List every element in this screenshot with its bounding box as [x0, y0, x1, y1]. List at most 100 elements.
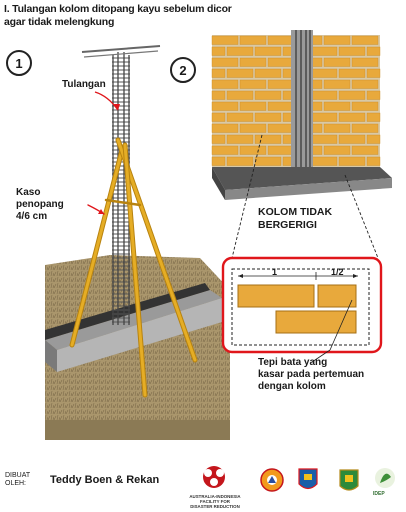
- brick: [226, 112, 254, 122]
- step-2-marker: 2: [170, 57, 196, 83]
- footer-dibuat-line-1: DIBUAT: [5, 472, 31, 479]
- brick: [226, 90, 254, 100]
- brick: [239, 79, 267, 89]
- brick: [338, 46, 366, 56]
- brick: [211, 145, 239, 155]
- brick: [239, 35, 267, 45]
- brick: [323, 57, 351, 67]
- brick: [211, 112, 226, 122]
- brick: [310, 156, 338, 166]
- brick: [323, 35, 351, 45]
- detail-callout: [221, 256, 383, 363]
- label-tepi-line-2: kasar pada pertemuan: [258, 369, 365, 380]
- logo-caption-line-1: AUSTRALIA-INDONESIA: [189, 494, 241, 499]
- step-1-marker: 1: [6, 50, 32, 76]
- brick: [254, 112, 282, 122]
- label-tepi-line-3: dengan kolom: [258, 381, 326, 392]
- brick: [323, 101, 351, 111]
- footer-dibuat-line-2: OLEH:: [5, 480, 27, 487]
- logo-aifdr: [203, 466, 225, 488]
- diagram-title: I. Tulangan kolom ditopang kayu sebelum …: [4, 3, 304, 29]
- brick: [366, 134, 381, 144]
- brick: [366, 90, 381, 100]
- brick: [211, 134, 226, 144]
- brick: [323, 145, 351, 155]
- brick: [239, 145, 267, 155]
- brick: [351, 145, 379, 155]
- brick: [267, 79, 295, 89]
- brick: [267, 145, 295, 155]
- brick: [254, 134, 282, 144]
- brick: [366, 112, 381, 122]
- brick: [267, 101, 295, 111]
- brick: [310, 90, 338, 100]
- brick: [226, 156, 254, 166]
- label-tepi-bata: Tepi bata yang kasar pada pertemuan deng…: [258, 357, 364, 393]
- brick: [338, 156, 366, 166]
- logo-caption-line-2: FACILITY FOR: [200, 499, 230, 505]
- logo-caption-idep: IDEP: [373, 491, 385, 497]
- dimension-label-left: 1: [272, 267, 278, 277]
- label-kaso-line-2: penopang: [16, 199, 64, 210]
- brick: [323, 79, 351, 89]
- brick: [211, 101, 239, 111]
- footer-author: Teddy Boen & Rekan: [50, 474, 160, 486]
- brick-wall: [211, 30, 392, 200]
- brick: [267, 123, 295, 133]
- brick: [351, 101, 379, 111]
- label-kaso-penopang: Kaso penopang 4/6 cm: [16, 187, 64, 223]
- label-kolom-line-1: KOLOM TIDAK: [258, 206, 333, 218]
- brick: [226, 46, 254, 56]
- brick: [323, 123, 351, 133]
- brick: [254, 156, 282, 166]
- logo-bnpb: [260, 468, 284, 492]
- logo-province: [298, 468, 318, 490]
- detail-leader-lines: [231, 134, 379, 259]
- label-kolom-tidak-bergerigi: KOLOM TIDAK BERGERIGI: [258, 206, 332, 231]
- brick: [239, 123, 267, 133]
- brick: [211, 156, 226, 166]
- label-tepi-line-1: Tepi bata yang: [258, 357, 328, 368]
- brick: [338, 90, 366, 100]
- brick: [267, 57, 295, 67]
- title-line-1: I. Tulangan kolom ditopang kayu sebelum …: [4, 3, 232, 15]
- brick: [351, 79, 379, 89]
- brick: [366, 68, 381, 78]
- brick: [310, 68, 338, 78]
- brick: [338, 134, 366, 144]
- brick: [366, 156, 381, 166]
- brick: [211, 79, 239, 89]
- title-line-2: agar tidak melengkung: [4, 16, 115, 28]
- dimension-label-right: 1/2: [331, 267, 344, 277]
- brick: [239, 57, 267, 67]
- brick: [211, 90, 226, 100]
- brick: [310, 112, 338, 122]
- footer-dibuat-oleh: DIBUAT OLEH:: [5, 472, 30, 488]
- brick: [310, 134, 338, 144]
- brick: [351, 57, 379, 67]
- label-kaso-line-1: Kaso: [16, 187, 41, 198]
- brick: [310, 46, 338, 56]
- brick: [226, 68, 254, 78]
- logo-regency: [339, 469, 359, 491]
- label-kolom-line-2: BERGERIGI: [258, 218, 317, 231]
- brick: [254, 46, 282, 56]
- brick: [338, 68, 366, 78]
- brick: [351, 35, 379, 45]
- brick: [366, 46, 381, 56]
- logo-caption-line-3: DISASTER REDUCTION: [190, 504, 240, 510]
- label-kaso-line-3: 4/6 cm: [16, 211, 48, 222]
- brick: [211, 123, 239, 133]
- brick: [239, 101, 267, 111]
- brick: [211, 35, 239, 45]
- brick: [211, 46, 226, 56]
- brick: [226, 134, 254, 144]
- brick: [351, 123, 379, 133]
- brick: [211, 68, 226, 78]
- brick: [254, 90, 282, 100]
- logo-caption-aifdr: AUSTRALIA-INDONESIA FACILITY FOR DISASTE…: [175, 494, 255, 510]
- brick: [211, 57, 239, 67]
- brick: [338, 112, 366, 122]
- brick: [267, 35, 295, 45]
